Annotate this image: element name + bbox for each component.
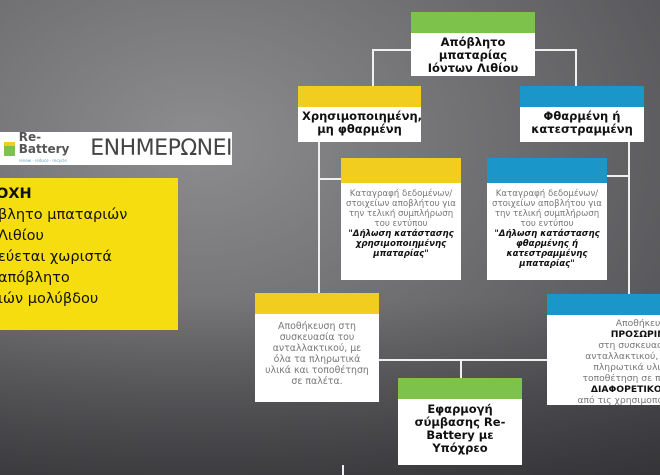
connector <box>607 175 629 177</box>
damaged-storage-node: Αποθήκευση ΠΡΟΣΩΡΙΝΑ στη συσκευασία αντα… <box>547 294 660 405</box>
root-node: Απόβλητο μπαταρίας Ιόντων Λιθίου <box>411 12 535 76</box>
brand-tagline: renew · reduce · recycle <box>18 157 67 163</box>
node-label: Αποθήκευση στη συσκευασία του ανταλλακτι… <box>265 321 369 387</box>
storage-emphasis: ΠΡΟΣΩΡΙΝΑ <box>610 329 660 340</box>
notice-title: ΟΧΗ <box>0 186 32 202</box>
connector <box>318 142 320 293</box>
node-label: Εφαρμογή σύμβασης Re-Battery με Υπόχρεο <box>414 402 506 455</box>
node-label: Καταγραφή δεδομένων/στοιχείων αποβλήτου … <box>487 183 607 275</box>
contract-node: Εφαρμογή σύμβασης Re-Battery με Υπόχρεο <box>398 378 522 465</box>
connector <box>575 49 577 86</box>
node-label: Αποθήκευση ΠΡΟΣΩΡΙΝΑ στη συσκευασία αντα… <box>547 315 660 405</box>
node-label: Φθαρμένη ή κατεστραμμένη <box>531 109 633 136</box>
connector <box>342 465 344 475</box>
node-header <box>411 12 535 33</box>
brand-label: Re-Battery <box>18 129 70 156</box>
banner-headline: ΕΝΗΜΕΡΩΝΕΙ <box>90 136 232 161</box>
storage-text: Αποθήκευση <box>615 318 660 329</box>
used-record-node: Καταγραφή δεδομένων/στοιχείων αποβλήτου … <box>341 158 461 280</box>
connector <box>318 178 341 180</box>
node-label: Καταγραφή δεδομένων/στοιχείων αποβλήτου … <box>341 183 461 265</box>
node-header <box>547 294 660 315</box>
node-header <box>398 378 522 399</box>
connector <box>379 359 547 361</box>
notice-panel: ΟΧΗ βλητο μπαταριών Λιθίου εύεται χωριστ… <box>0 178 178 330</box>
notice-line: ιών μολύβδου <box>0 291 99 307</box>
node-label: Χρησιμοποιημένη, μη φθαρμένη <box>302 109 423 136</box>
connector <box>628 142 630 294</box>
record-text: Καταγραφή δεδομένων/στοιχείων αποβλήτου … <box>346 189 456 229</box>
node-header <box>298 86 421 107</box>
used-node: Χρησιμοποιημένη, μη φθαρμένη <box>298 86 423 142</box>
node-header <box>255 293 379 314</box>
battery-logo-icon <box>4 141 15 156</box>
used-storage-node: Αποθήκευση στη συσκευασία του ανταλλακτι… <box>255 293 379 402</box>
storage-emphasis: ΔΙΑΦΟΡΕΤΙΚΟ Χ <box>590 384 660 395</box>
damaged-node: Φθαρμένη ή κατεστραμμένη <box>520 86 644 142</box>
notice-line: Λιθίου <box>0 228 44 244</box>
form-name: "Δήλωση κατάστασης φθαρμένης ή κατεστραμ… <box>494 229 600 269</box>
notice-line: εύεται χωριστά <box>0 249 112 265</box>
connector <box>535 49 576 51</box>
node-header <box>520 86 644 107</box>
damaged-record-node: Καταγραφή δεδομένων/στοιχείων αποβλήτου … <box>487 158 607 280</box>
form-name: "Δήλωση κατάστασης χρησιμοποιημένης μπατ… <box>348 229 454 259</box>
connector <box>372 49 412 51</box>
connector <box>372 49 374 86</box>
node-header <box>487 158 607 183</box>
record-text: Καταγραφή δεδομένων/στοιχείων αποβλήτου … <box>492 189 602 229</box>
notice-line: βλητο μπαταριών <box>0 207 128 223</box>
notice-line: απόβλητο <box>0 270 70 286</box>
node-header <box>341 158 461 183</box>
storage-text: από τις χρησιμοποιη <box>577 395 660 405</box>
storage-text: στη συσκευασία ανταλλακτικού, με πληρωτι… <box>582 340 660 384</box>
connector <box>460 359 462 378</box>
node-label: Απόβλητο μπαταρίας Ιόντων Λιθίου <box>427 35 519 75</box>
